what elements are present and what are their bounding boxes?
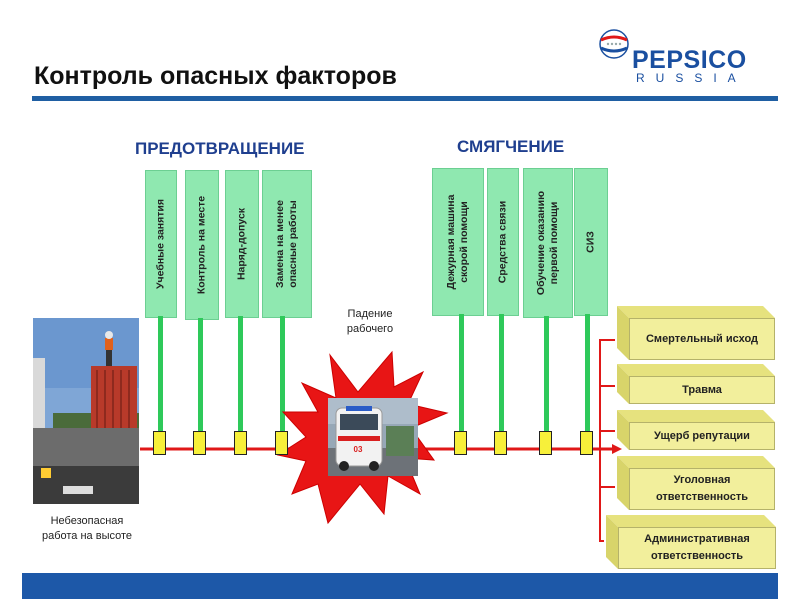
barrier-stem bbox=[280, 316, 285, 434]
barrier-node bbox=[454, 431, 467, 455]
outcome-box-2: Травма bbox=[617, 364, 775, 404]
branch-arrow bbox=[599, 449, 604, 542]
barrier-stem bbox=[198, 318, 203, 434]
ambulance-number: 03 bbox=[354, 445, 363, 454]
barrier-node bbox=[234, 431, 247, 455]
outcome-label: Ущерб репутации bbox=[629, 422, 775, 450]
outcome-label: Уголовная ответственность bbox=[629, 468, 775, 510]
outcome-box-5: Административная ответственность bbox=[606, 515, 776, 569]
barrier-node bbox=[539, 431, 552, 455]
branch-arrow bbox=[599, 430, 615, 449]
barrier-prevention-3: Наряд-допуск bbox=[225, 170, 259, 318]
outcome-label: Административная ответственность bbox=[618, 527, 776, 569]
branch-arrow bbox=[599, 385, 615, 449]
barrier-stem bbox=[499, 314, 504, 434]
outcome-box-1: Смертельный исход bbox=[617, 306, 775, 360]
barrier-stem bbox=[459, 314, 464, 434]
pepsico-globe-icon bbox=[599, 29, 629, 59]
barrier-stem bbox=[544, 316, 549, 434]
barrier-mitigation-3: Обучение оказанию первой помощи bbox=[523, 168, 573, 318]
barrier-mitigation-1: Дежурная машина скорой помощи bbox=[432, 168, 484, 316]
barrier-mitigation-4: СИЗ bbox=[574, 168, 608, 316]
outcome-box-4: Уголовная ответственность bbox=[617, 456, 775, 510]
barrier-stem bbox=[158, 316, 163, 434]
pepsico-logo-text: PEPSICO bbox=[632, 46, 747, 74]
pepsico-logo-subtext: RUSSIA bbox=[636, 71, 747, 85]
arrow-head bbox=[612, 444, 622, 454]
barrier-node bbox=[153, 431, 166, 455]
outcome-box-3: Ущерб репутации bbox=[617, 410, 775, 450]
section-mitigation: СМЯГЧЕНИЕ bbox=[457, 137, 565, 156]
barrier-node bbox=[275, 431, 288, 455]
barrier-node bbox=[193, 431, 206, 455]
barrier-prevention-1: Учебные занятия bbox=[145, 170, 177, 318]
outcome-label: Смертельный исход bbox=[629, 318, 775, 360]
barrier-node bbox=[494, 431, 507, 455]
title-rule bbox=[32, 96, 778, 101]
barrier-prevention-2: Контроль на месте bbox=[185, 170, 219, 320]
barrier-prevention-4: Замена на менее опасные работы bbox=[262, 170, 312, 318]
event-label: Падение рабочего bbox=[346, 308, 394, 335]
hazard-label: Небезопасная работа на высоте bbox=[41, 515, 133, 542]
branch-arrow bbox=[599, 449, 615, 488]
section-prevention: ПРЕДОТВРАЩЕНИЕ bbox=[135, 139, 305, 158]
barrier-mitigation-2: Средства связи bbox=[487, 168, 519, 316]
outcome-label: Травма bbox=[629, 376, 775, 404]
ambulance-photo: 03 bbox=[328, 398, 418, 476]
barrier-stem bbox=[238, 316, 243, 434]
branch-arrow bbox=[599, 339, 615, 449]
hazard-photo bbox=[33, 318, 139, 504]
footer-band bbox=[22, 573, 778, 599]
barrier-node bbox=[580, 431, 593, 455]
barrier-stem bbox=[585, 314, 590, 434]
page-title: Контроль опасных факторов bbox=[34, 62, 397, 90]
